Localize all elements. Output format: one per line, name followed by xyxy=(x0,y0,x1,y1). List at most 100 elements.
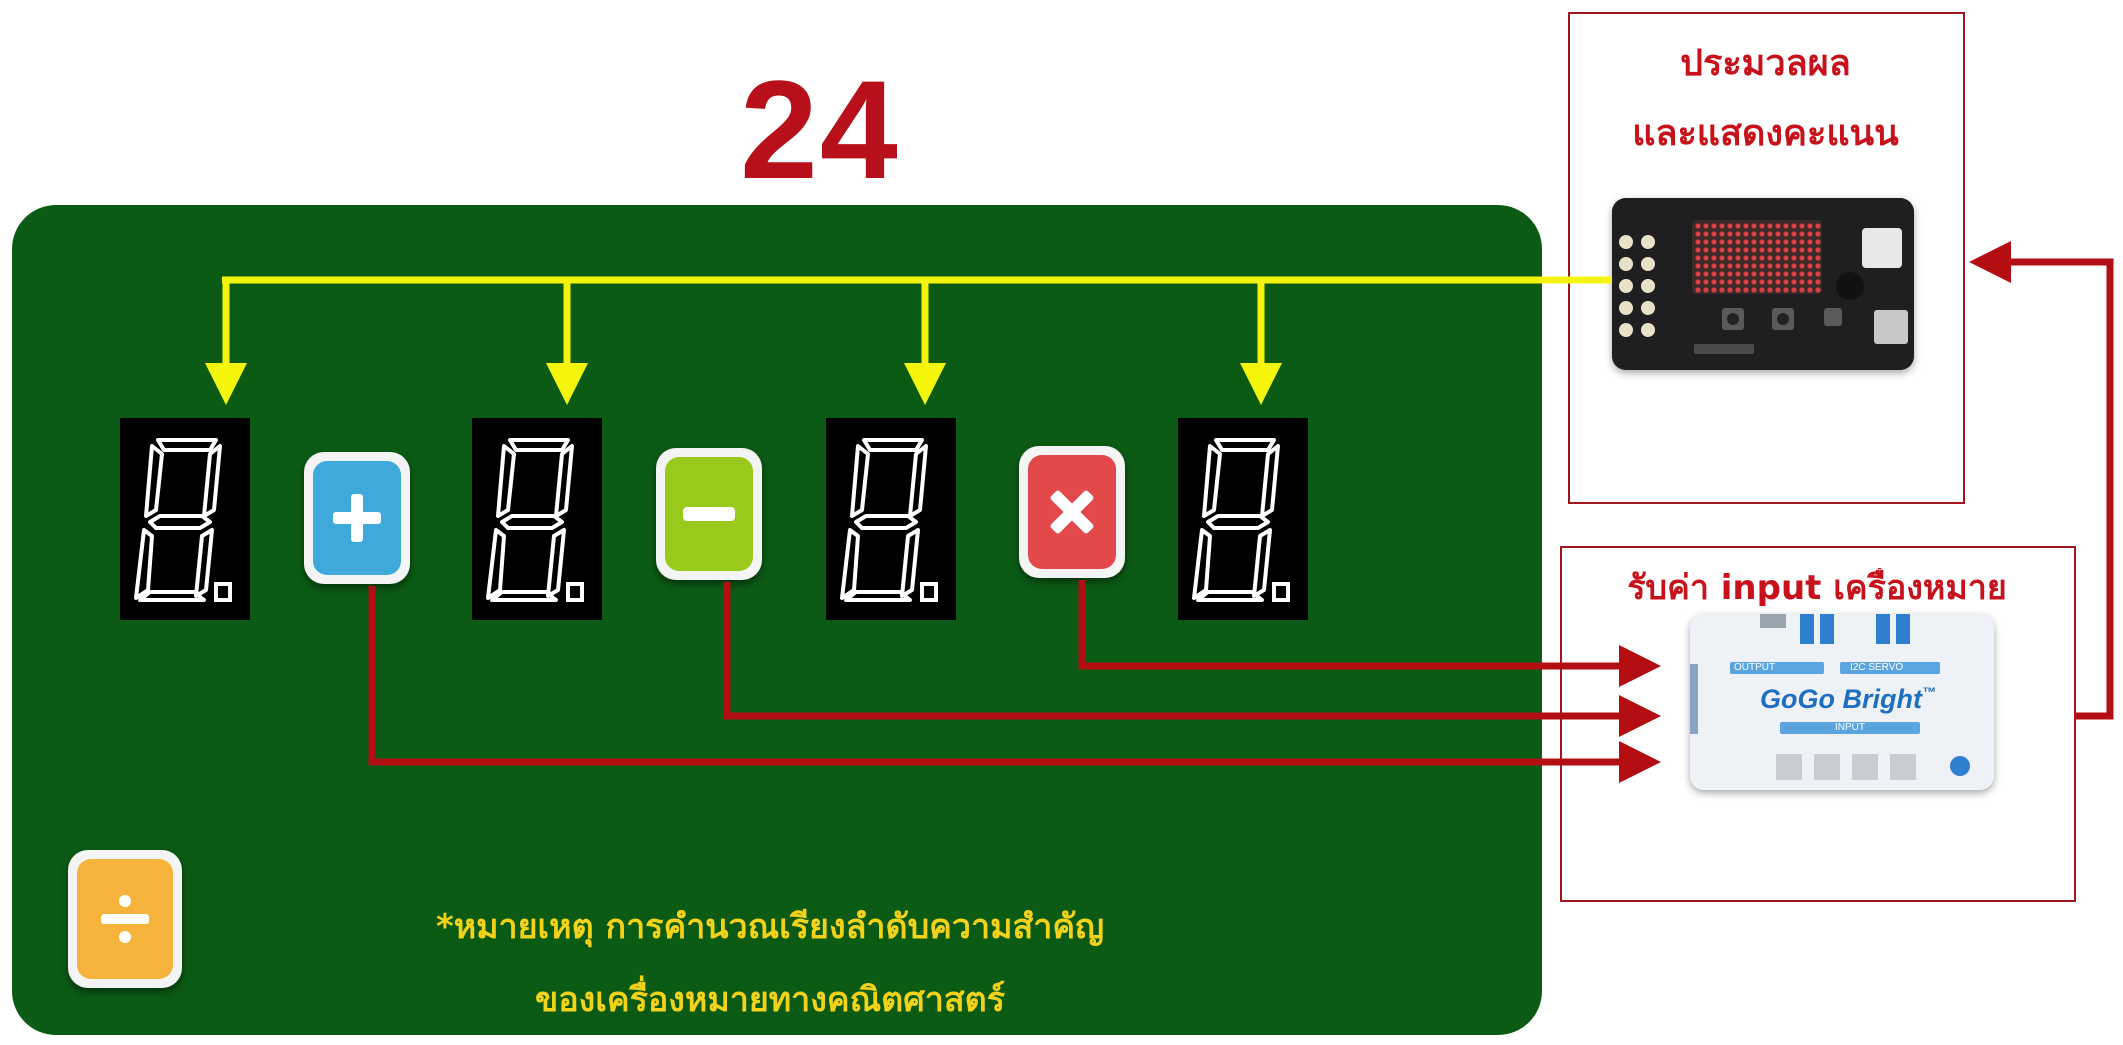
led-dot xyxy=(1791,255,1797,261)
processor-title-line-1: ประมวลผล xyxy=(1680,43,1851,84)
led-dot xyxy=(1783,287,1789,293)
led-dot xyxy=(1695,263,1701,269)
led-dot xyxy=(1799,263,1805,269)
led-dot xyxy=(1783,223,1789,229)
led-dot xyxy=(1719,231,1725,237)
led-dot xyxy=(1767,263,1773,269)
led-dot xyxy=(1735,287,1741,293)
led-dot xyxy=(1791,247,1797,253)
led-dot xyxy=(1695,247,1701,253)
led-dot xyxy=(1767,287,1773,293)
led-dot xyxy=(1735,263,1741,269)
digit-segment xyxy=(1260,444,1280,518)
led-dot xyxy=(1735,255,1741,261)
led-dot xyxy=(1775,287,1781,293)
led-dot xyxy=(1775,239,1781,245)
processor-title-line-2: และแสดงคะแนน xyxy=(1632,113,1899,154)
board-label-servo: I2C SERVO xyxy=(1850,662,1904,673)
digit-segment xyxy=(1214,438,1276,452)
minus-button[interactable] xyxy=(656,448,762,580)
led-dot xyxy=(1695,271,1701,277)
led-dot xyxy=(1719,279,1725,285)
led-dot xyxy=(1807,247,1813,253)
led-dot xyxy=(1759,223,1765,229)
led-dot xyxy=(1799,271,1805,277)
led-dot xyxy=(1751,231,1757,237)
led-dot xyxy=(1775,279,1781,285)
led-dot xyxy=(1735,247,1741,253)
led-dot xyxy=(1767,247,1773,253)
led-dot xyxy=(1799,287,1805,293)
digit-segment xyxy=(1206,514,1270,530)
led-dot xyxy=(1751,263,1757,269)
led-dot xyxy=(1743,279,1749,285)
led-dot xyxy=(1815,287,1821,293)
led-dot xyxy=(1703,239,1709,245)
board-label-input: INPUT xyxy=(1835,722,1865,733)
led-dot xyxy=(1791,263,1797,269)
led-dot xyxy=(1807,239,1813,245)
led-dot xyxy=(1775,255,1781,261)
digit-segment xyxy=(508,438,570,452)
led-dot xyxy=(1815,231,1821,237)
note-line-2: ของเครื่องหมายทางคณิตศาสตร์ xyxy=(535,980,1005,1020)
led-dot xyxy=(1775,271,1781,277)
led-dot xyxy=(1799,247,1805,253)
led-dot xyxy=(1695,279,1701,285)
plus-button[interactable] xyxy=(304,452,410,584)
led-dot xyxy=(1751,271,1757,277)
led-dot xyxy=(1727,255,1733,261)
digit-display-4 xyxy=(1178,418,1308,620)
led-dot xyxy=(1711,247,1717,253)
led-dot xyxy=(1751,255,1757,261)
led-dot xyxy=(1711,231,1717,237)
board-label-output: OUTPUT xyxy=(1734,662,1776,673)
times-button[interactable] xyxy=(1019,446,1125,578)
led-dot xyxy=(1743,231,1749,237)
led-dot xyxy=(1759,279,1765,285)
digit-display-1 xyxy=(120,418,250,620)
divide-button[interactable] xyxy=(68,850,182,988)
led-dot xyxy=(1775,247,1781,253)
led-dot xyxy=(1767,239,1773,245)
led-dot xyxy=(1759,271,1765,277)
plus-icon xyxy=(313,461,401,575)
led-dot xyxy=(1711,271,1717,277)
led-dot xyxy=(1695,223,1701,229)
led-dot xyxy=(1807,263,1813,269)
led-dot xyxy=(1791,231,1797,237)
led-dot xyxy=(1791,287,1797,293)
led-dot xyxy=(1711,255,1717,261)
input-box-title: รับค่า input เครื่องหมาย xyxy=(1627,568,2007,608)
led-dot xyxy=(1711,287,1717,293)
led-dot xyxy=(1703,263,1709,269)
led-dot xyxy=(1719,223,1725,229)
seven-segment-icon xyxy=(134,438,232,602)
digit-display-3 xyxy=(826,418,956,620)
led-dot xyxy=(1783,271,1789,277)
led-dot xyxy=(1735,223,1741,229)
led-dot xyxy=(1719,287,1725,293)
led-dot xyxy=(1743,247,1749,253)
decimal-point xyxy=(1272,582,1290,602)
led-dot xyxy=(1711,239,1717,245)
led-dot xyxy=(1759,239,1765,245)
led-dot xyxy=(1791,271,1797,277)
led-dot xyxy=(1815,247,1821,253)
led-dot xyxy=(1711,223,1717,229)
led-dot xyxy=(1767,223,1773,229)
led-dot xyxy=(1751,279,1757,285)
target-number: 24 xyxy=(740,51,900,208)
led-dot xyxy=(1727,279,1733,285)
led-dot xyxy=(1727,287,1733,293)
led-dot xyxy=(1743,287,1749,293)
decimal-point xyxy=(920,582,938,602)
digit-segment xyxy=(134,528,154,600)
led-dot xyxy=(1783,247,1789,253)
digit-segment xyxy=(202,444,222,518)
digit-segment xyxy=(854,514,918,530)
led-dot xyxy=(1751,287,1757,293)
digit-segment xyxy=(862,438,924,452)
led-dot xyxy=(1767,271,1773,277)
led-dot xyxy=(1703,247,1709,253)
